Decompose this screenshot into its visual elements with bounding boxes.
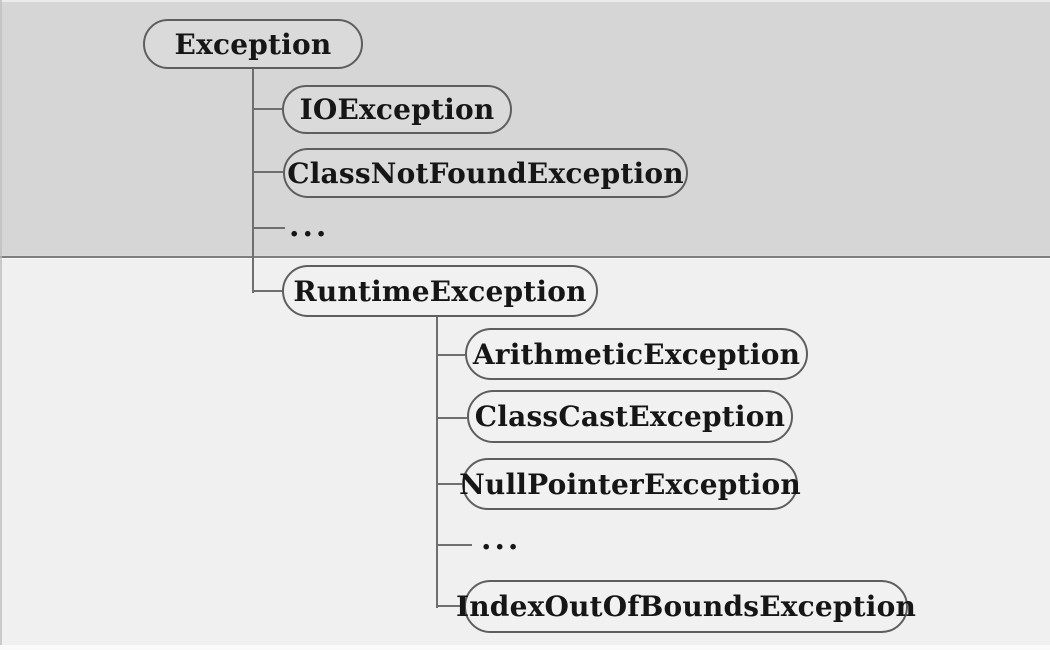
node-io-exception: IOException <box>282 85 512 134</box>
node-null-pointer-exception: NullPointerException <box>459 458 801 510</box>
branch-index-out-of-bounds-exception <box>436 605 464 607</box>
node-index-out-of-bounds-exception: IndexOutOfBoundsException <box>456 580 916 633</box>
node-arithmetic-exception: ArithmeticException <box>465 328 808 380</box>
branch-io-exception <box>252 108 282 110</box>
top-edge-highlight <box>0 0 1050 2</box>
branch-runtime-exception <box>252 290 282 292</box>
trunk-runtime-children <box>436 317 438 608</box>
branch-arithmetic-exception <box>436 354 465 356</box>
branch-class-not-found-exception <box>252 171 283 173</box>
branch-ellipsis-2 <box>436 544 472 546</box>
branch-null-pointer-exception <box>436 483 462 485</box>
bottom-edge-highlight <box>0 645 1050 650</box>
ellipsis-more-runtime-children: ... <box>481 522 522 557</box>
node-runtime-exception: RuntimeException <box>282 265 598 317</box>
node-class-cast-exception: ClassCastException <box>467 390 793 443</box>
branch-ellipsis-1 <box>252 227 285 229</box>
node-class-not-found-exception: ClassNotFoundException <box>283 148 688 198</box>
trunk-exception-children <box>252 69 254 293</box>
node-exception: Exception <box>143 19 363 69</box>
left-edge-shadow <box>0 0 2 650</box>
branch-class-cast-exception <box>436 417 467 419</box>
ellipsis-more-exception-children: ... <box>289 209 330 244</box>
page-break-divider-line <box>0 255 1050 259</box>
